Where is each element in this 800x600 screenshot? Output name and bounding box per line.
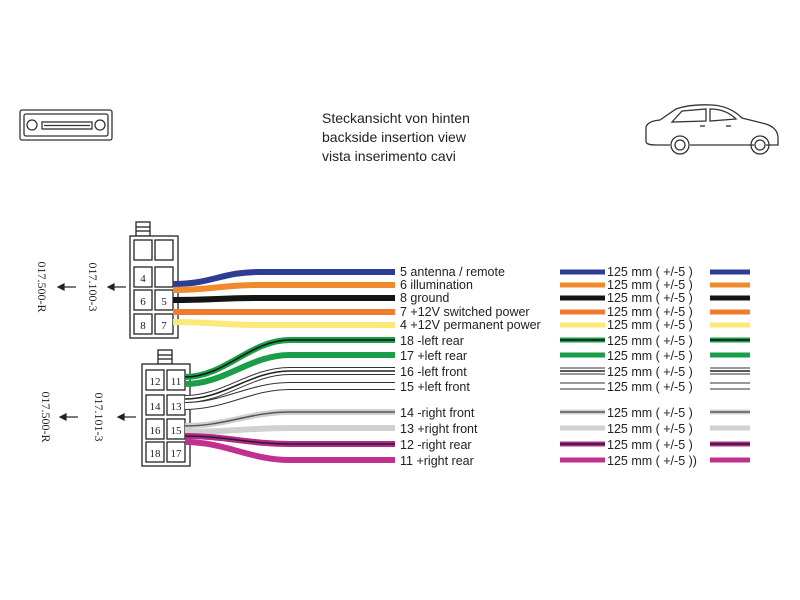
connector-1-pin-7: 7 <box>161 320 167 332</box>
wire-7 <box>184 352 395 387</box>
connector-2-pin-17: 17 <box>171 448 183 460</box>
connector-2-pin-16: 16 <box>150 425 162 437</box>
connector-1-pin-4: 4 <box>140 273 146 285</box>
wire-9-label: 15 +left front <box>400 380 470 394</box>
connector-2-pin-12: 12 <box>150 376 161 388</box>
car-icon <box>645 104 779 155</box>
wire-4-length: 125 mm ( +/-5 ) <box>607 305 693 319</box>
wire-13-length: 125 mm ( +/-5 )) <box>607 454 697 468</box>
connector-1-pin-8: 8 <box>140 320 146 332</box>
connector-1-part-label: 017.100-3 <box>86 263 100 312</box>
connector-2-part-label: 017.101-3 <box>92 393 106 442</box>
wire-2 <box>172 282 395 293</box>
wire-6-length: 125 mm ( +/-5 ) <box>607 334 693 348</box>
wire-1-label: 5 antenna / remote <box>400 265 505 279</box>
wire-3-length: 125 mm ( +/-5 ) <box>607 291 693 305</box>
wire-7-length: 125 mm ( +/-5 ) <box>607 349 693 363</box>
connector-2-pin-11: 11 <box>171 376 182 388</box>
wire-8-stripe <box>184 370 395 400</box>
title-line-en: backside insertion view <box>322 129 466 145</box>
wire-13 <box>184 439 395 463</box>
connector-1-pin-5: 5 <box>161 296 167 308</box>
wire-5-label: 4 +12V permanent power <box>400 318 541 332</box>
connector-2-assembly-label: 017.500-R <box>39 392 53 443</box>
wires: 5 antenna / remote 125 mm ( +/-5 ) 6 illum… <box>172 265 750 468</box>
wire-5-length: 125 mm ( +/-5 ) <box>607 318 693 332</box>
wire-1 <box>172 269 395 287</box>
wire-10-stripe <box>184 411 395 427</box>
wire-7-label: 17 +left rear <box>400 349 467 363</box>
wire-11-label: 13 +right front <box>400 422 478 436</box>
connector-2-pin-13: 13 <box>171 401 183 413</box>
title-line-de: Steckansicht von hinten <box>322 110 470 126</box>
connector-2-pin-14: 14 <box>150 401 162 413</box>
wire-9 <box>184 383 395 409</box>
connector-2 <box>141 349 191 467</box>
connector-2-pin-18: 18 <box>150 448 162 460</box>
connector-1-assembly-label: 017.500-R <box>35 262 49 313</box>
wire-2-label: 6 illumination <box>400 278 473 292</box>
wire-9-length: 125 mm ( +/-5 ) <box>607 380 693 394</box>
wire-11 <box>184 425 395 435</box>
wire-13-label: 11 +right rear <box>400 454 474 468</box>
wire-3-label: 8 ground <box>400 291 449 305</box>
wire-11-length: 125 mm ( +/-5 ) <box>607 422 693 436</box>
wire-12-stripe <box>184 435 395 445</box>
connector-1 <box>129 221 179 339</box>
connector-1-pin-6: 6 <box>140 296 146 308</box>
connector-2-pin-15: 15 <box>171 425 183 437</box>
car-radio-icon <box>19 109 113 141</box>
wire-5 <box>172 319 395 328</box>
wire-8-label: 16 -left front <box>400 365 467 379</box>
wire-12-label: 12 -right rear <box>400 438 472 452</box>
wire-6-stripe <box>184 339 395 378</box>
wire-12-length: 125 mm ( +/-5 ) <box>607 438 693 452</box>
wire-10-label: 14 -right front <box>400 406 475 420</box>
wire-8-length: 125 mm ( +/-5 ) <box>607 365 693 379</box>
wire-3 <box>172 295 395 303</box>
wire-10-length: 125 mm ( +/-5 ) <box>607 406 693 420</box>
wire-6-label: 18 -left rear <box>400 334 464 348</box>
wire-10 <box>184 409 395 429</box>
wire-1-length: 125 mm ( +/-5 ) <box>607 265 693 279</box>
wire-4-label: 7 +12V switched power <box>400 305 530 319</box>
arrow-left-icon <box>56 283 136 421</box>
title-line-it: vista inserimento cavi <box>322 148 456 164</box>
wire-2-length: 125 mm ( +/-5 ) <box>607 278 693 292</box>
